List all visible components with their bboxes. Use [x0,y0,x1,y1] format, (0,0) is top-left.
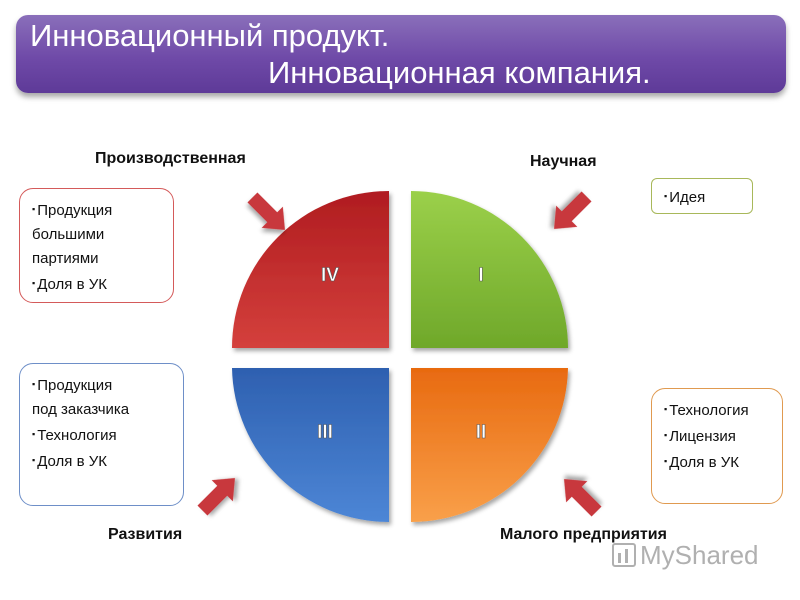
bullet-icon: ▪ [664,404,668,414]
list-item: ▪Доля в УК [664,454,739,471]
bullet-icon: ▪ [32,455,36,465]
watermark: MyShared [612,540,759,571]
list-item: ▪Технология [32,427,117,444]
label-scientific: Научная [530,153,597,170]
list-item: ▪Лицензия [664,428,736,445]
label-production: Производственная [95,150,246,167]
page-title-line1: Инновационный продукт. [30,18,390,53]
page-title-line2: Инновационная компания. [268,55,651,90]
bullet-icon: ▪ [664,191,668,201]
bullet-icon: ▪ [664,430,668,440]
quadrant-iv-label: IV [321,265,339,286]
list-item: большими [32,226,105,243]
list-item: ▪Доля в УК [32,453,107,470]
quadrant-i-label: I [478,265,483,286]
quadrant-ii-label: II [476,422,487,443]
bullet-icon: ▪ [664,456,668,466]
label-development: Развития [108,526,183,543]
arrow-top-right [554,191,592,229]
arrow-top-left [247,192,285,230]
bullet-icon: ▪ [32,379,36,389]
bullet-icon: ▪ [32,204,36,214]
bullet-icon: ▪ [32,278,36,288]
quadrant-iii [232,368,389,522]
quadrant-ii [411,368,568,522]
box-scientific: ▪Идея [651,178,753,214]
box-development: ▪Продукция под заказчика ▪Технология ▪До… [19,363,184,506]
title-banner [16,15,786,93]
list-item: ▪Продукция [32,377,113,394]
box-production: ▪Продукция большими партиями ▪Доля в УК [19,188,174,303]
label-small-enterprise: Малого предприятия [500,526,667,543]
list-item: партиями [32,250,99,267]
arrow-bottom-right [564,479,602,517]
bullet-icon: ▪ [32,429,36,439]
list-item: ▪Технология [664,402,749,419]
quadrant-iv [232,191,389,348]
list-item: ▪Доля в УК [32,276,107,293]
list-item: ▪Идея [664,189,706,206]
list-item: под заказчика [32,401,130,418]
quadrant-iii-label: III [317,422,333,443]
list-item: ▪Продукция [32,202,113,219]
arrow-bottom-left [197,478,235,516]
box-small-enterprise: ▪Технология ▪Лицензия ▪Доля в УК [651,388,783,504]
chart-icon [612,543,636,567]
quadrant-i [411,191,568,348]
